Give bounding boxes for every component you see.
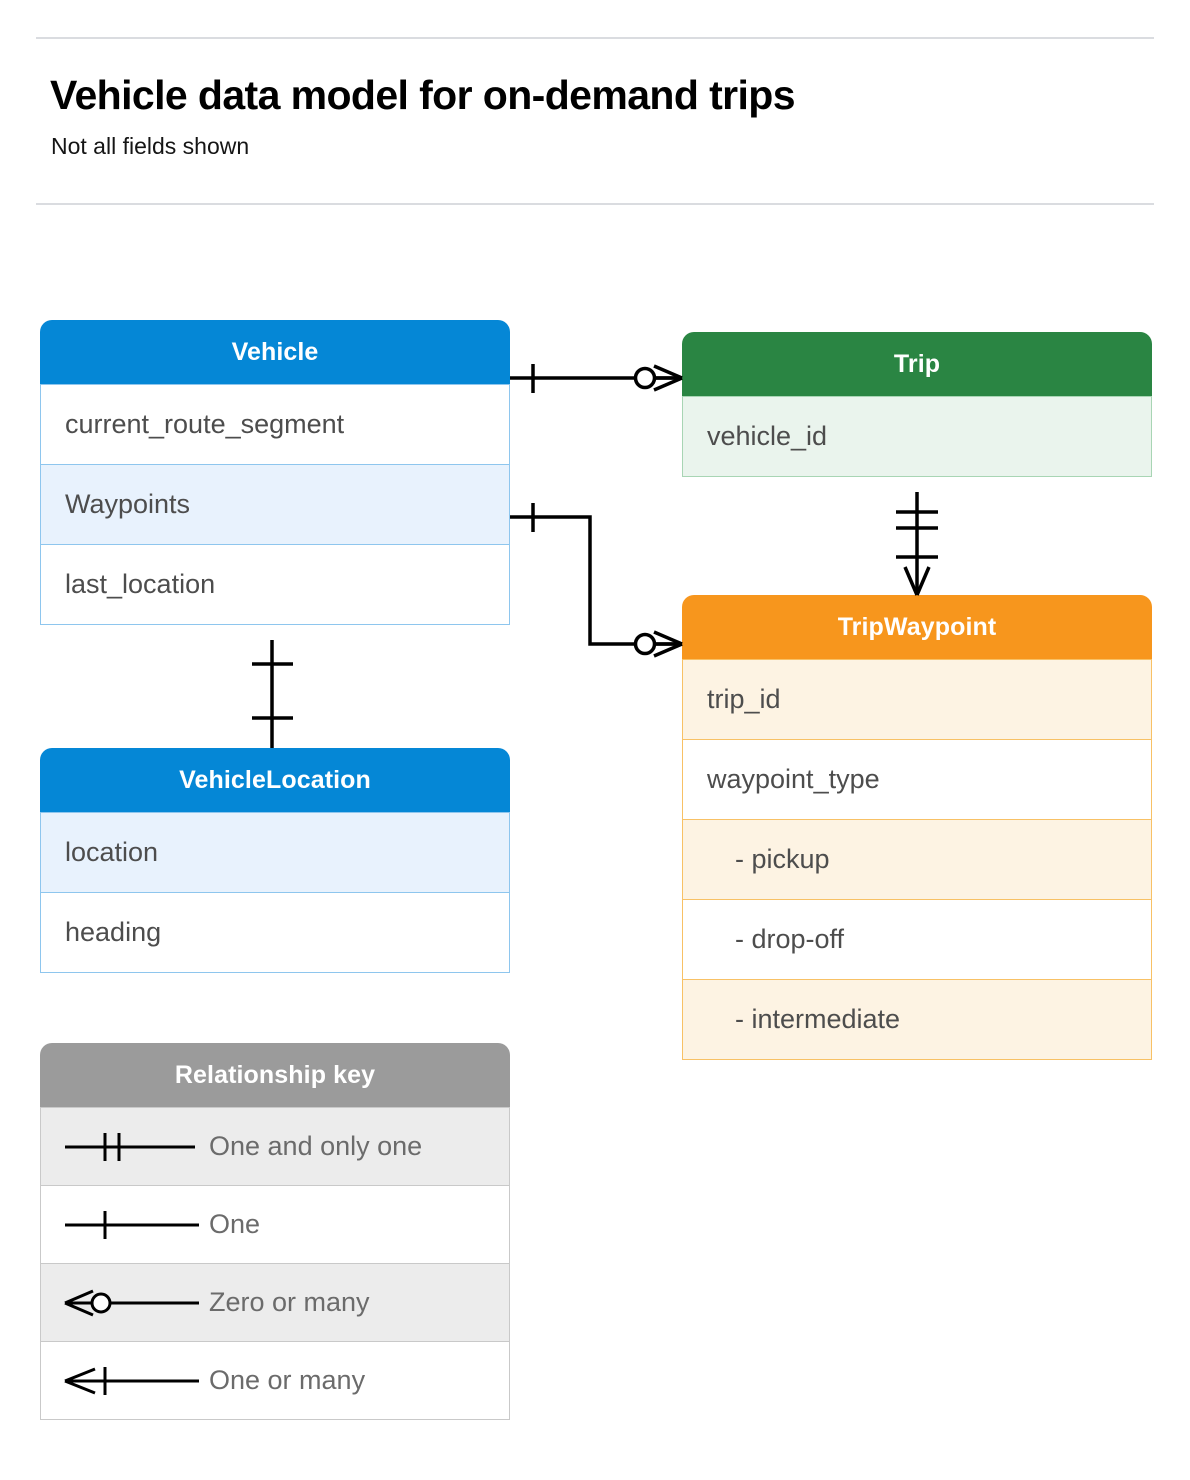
entity-vehicle-fields: current_route_segment Waypoints last_loc… xyxy=(40,384,510,625)
entity-tripwaypoint-fields: trip_id waypoint_type - pickup - drop-of… xyxy=(682,659,1152,1060)
legend-title: Relationship key xyxy=(40,1043,510,1107)
field-row: location xyxy=(41,812,509,892)
one-or-many-icon xyxy=(41,1342,209,1419)
legend-item-one-or-many: One or many xyxy=(41,1341,509,1419)
legend-relationship-key: Relationship key One and only one xyxy=(40,1043,510,1420)
entity-vehiclelocation-title: VehicleLocation xyxy=(40,748,510,812)
entity-vehiclelocation[interactable]: VehicleLocation location heading xyxy=(40,748,510,973)
field-row: vehicle_id xyxy=(683,396,1151,476)
field-row: last_location xyxy=(41,544,509,624)
page-title: Vehicle data model for on-demand trips xyxy=(50,72,796,118)
legend-item-zero-or-many: Zero or many xyxy=(41,1263,509,1341)
field-row: - intermediate xyxy=(683,979,1151,1059)
field-row: heading xyxy=(41,892,509,972)
connector-vehicle-trip xyxy=(510,364,683,393)
connector-trip-tripwaypoint xyxy=(896,492,938,596)
legend-item-label: One and only one xyxy=(209,1131,423,1161)
header-divider-bottom xyxy=(36,203,1154,205)
connector-vehicle-vehiclelocation xyxy=(252,640,293,748)
entity-vehiclelocation-fields: location heading xyxy=(40,812,510,973)
zero-or-many-icon xyxy=(41,1264,209,1341)
legend-rows: One and only one One xyxy=(40,1107,510,1420)
field-row: waypoint_type xyxy=(683,739,1151,819)
entity-trip[interactable]: Trip vehicle_id xyxy=(682,332,1152,477)
entity-trip-title: Trip xyxy=(682,332,1152,396)
field-row: - drop-off xyxy=(683,899,1151,979)
entity-vehicle-title: Vehicle xyxy=(40,320,510,384)
legend-item-one: One xyxy=(41,1185,509,1263)
header-divider-top xyxy=(36,37,1154,39)
connector-waypoints-tripwaypoint xyxy=(510,503,683,658)
legend-item-label: Zero or many xyxy=(209,1287,370,1317)
legend-item-label: One xyxy=(209,1209,261,1239)
entity-tripwaypoint[interactable]: TripWaypoint trip_id waypoint_type - pic… xyxy=(682,595,1152,1060)
legend-item-one-and-only-one: One and only one xyxy=(41,1107,509,1185)
field-row: current_route_segment xyxy=(41,384,509,464)
legend-item-label: One or many xyxy=(209,1365,366,1395)
page-subtitle: Not all fields shown xyxy=(51,133,250,159)
field-row: Waypoints xyxy=(41,464,509,544)
entity-tripwaypoint-title: TripWaypoint xyxy=(682,595,1152,659)
one-and-only-one-icon xyxy=(41,1108,209,1185)
entity-vehicle[interactable]: Vehicle current_route_segment Waypoints … xyxy=(40,320,510,625)
field-row: - pickup xyxy=(683,819,1151,899)
one-icon xyxy=(41,1186,209,1263)
entity-trip-fields: vehicle_id xyxy=(682,396,1152,477)
field-row: trip_id xyxy=(683,659,1151,739)
